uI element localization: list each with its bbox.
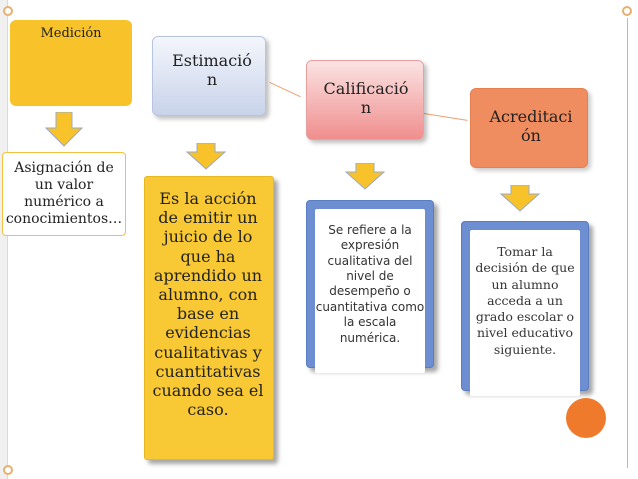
asignacion-text: Asignación de un valor numérico a conoci…	[5, 160, 123, 227]
slide-left-border	[0, 0, 8, 479]
connector-line	[269, 82, 301, 98]
estimacion-description-text: Es la acción de emitir un juicio de lo q…	[152, 189, 264, 420]
medicion-box: Medición	[10, 20, 132, 106]
frame-ring-decoration	[622, 6, 632, 16]
calificacion-description-card: Se refiere a la expresión cualitativa de…	[306, 200, 434, 373]
acreditacion-box: Acreditaci ón	[470, 88, 588, 168]
calificacion-description-text: Se refiere a la expresión cualitativa de…	[315, 223, 425, 345]
frame-ring-decoration	[3, 6, 13, 16]
frame-right-line	[627, 18, 628, 468]
calificacion-box: Calificació n	[306, 60, 424, 140]
acreditacion-description-card: Tomar la decisión de que un alumno acced…	[461, 221, 589, 396]
acreditacion-label: Acreditaci ón	[489, 107, 573, 146]
calificacion-label: Calificació n	[323, 79, 409, 118]
medicion-label: Medición	[40, 26, 102, 41]
frame-ring-decoration	[3, 465, 13, 475]
connector-line	[423, 113, 468, 121]
down-arrow-icon	[185, 143, 227, 170]
asignacion-box: Asignación de un valor numérico a conoci…	[2, 152, 126, 236]
orange-circle-decoration	[566, 398, 606, 438]
calificacion-description-panel: Se refiere a la expresión cualitativa de…	[315, 209, 425, 373]
acreditacion-description-text: Tomar la decisión de que un alumno acced…	[475, 244, 575, 357]
estimacion-box: Estimació n	[152, 36, 266, 116]
acreditacion-description-panel: Tomar la decisión de que un alumno acced…	[470, 230, 580, 396]
down-arrow-icon	[344, 163, 386, 190]
down-arrow-icon	[499, 185, 541, 212]
estimacion-label: Estimació n	[172, 51, 252, 90]
estimacion-description-card: Es la acción de emitir un juicio de lo q…	[144, 176, 274, 460]
down-arrow-icon	[44, 112, 84, 147]
